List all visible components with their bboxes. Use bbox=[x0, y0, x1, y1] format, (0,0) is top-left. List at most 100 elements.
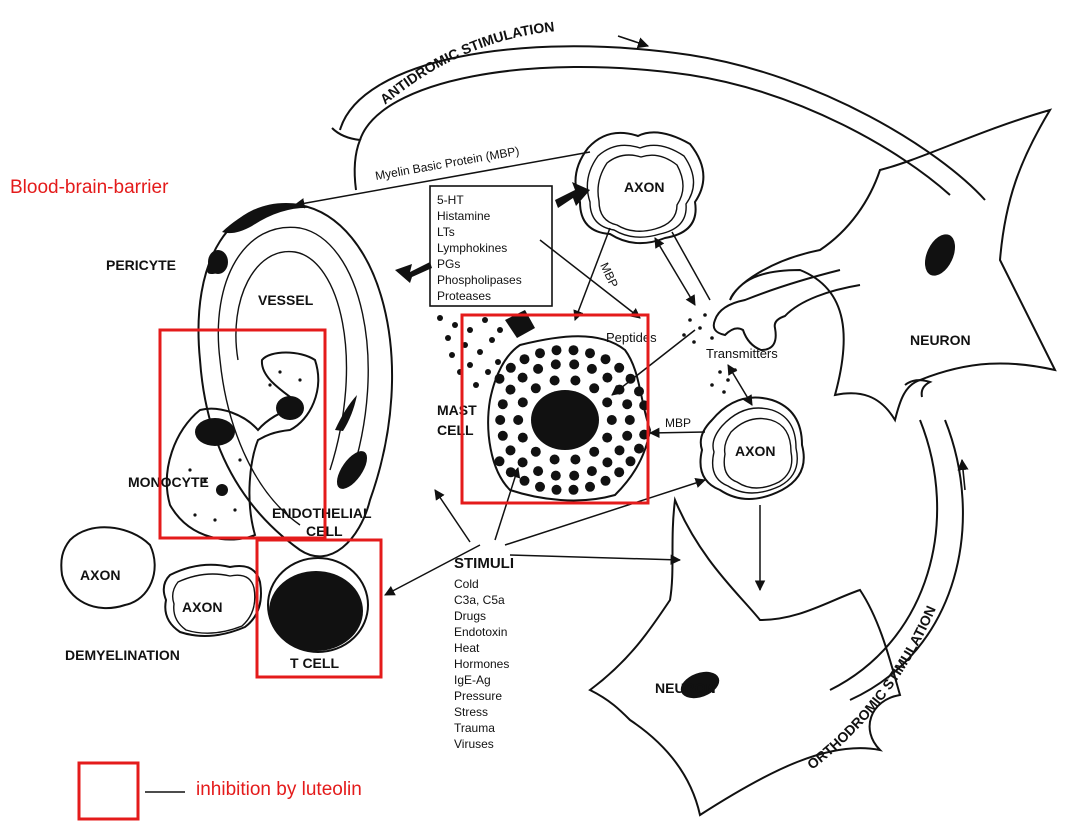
mediator-box: 5-HT Histamine LTs Lymphokines PGs Phosp… bbox=[430, 186, 552, 306]
stimulus-item: Hormones bbox=[454, 657, 509, 671]
granule bbox=[607, 415, 617, 425]
granule bbox=[506, 363, 516, 373]
granule bbox=[550, 376, 560, 386]
legend-swatch bbox=[79, 763, 138, 819]
stimulus-item: Drugs bbox=[454, 609, 486, 623]
stimulus-item: C3a, C5a bbox=[454, 593, 505, 607]
granule bbox=[518, 373, 528, 383]
stimulus-item: Pressure bbox=[454, 689, 502, 703]
granule bbox=[614, 363, 624, 373]
mbp-short-label-2: MBP bbox=[597, 260, 621, 289]
granule bbox=[602, 397, 612, 407]
granule bbox=[601, 354, 611, 364]
granule bbox=[495, 374, 505, 384]
neuron-bottom: NEURON bbox=[590, 500, 900, 815]
granule bbox=[569, 359, 579, 369]
granule bbox=[495, 456, 505, 466]
neuron-bottom-label: NEURON bbox=[655, 680, 716, 696]
granule bbox=[614, 467, 624, 477]
t-cell: T CELL bbox=[268, 558, 368, 671]
granule bbox=[550, 455, 560, 465]
transmitters-label: Transmitters bbox=[706, 346, 778, 361]
granule bbox=[518, 397, 528, 407]
granule bbox=[531, 447, 541, 457]
granule bbox=[569, 485, 579, 495]
axon-left1-label: AXON bbox=[80, 567, 120, 583]
granule bbox=[602, 373, 612, 383]
axon-left2-label: AXON bbox=[182, 599, 222, 615]
granule bbox=[622, 399, 632, 409]
granule bbox=[535, 348, 545, 358]
granule bbox=[601, 476, 611, 486]
granule bbox=[551, 359, 561, 369]
neuron-right: NEURON bbox=[730, 110, 1055, 420]
mediator-item: Proteases bbox=[437, 289, 491, 303]
nerve-ending: Peptides Transmitters bbox=[606, 270, 860, 394]
granule bbox=[634, 386, 644, 396]
granule bbox=[495, 415, 505, 425]
granule bbox=[506, 445, 516, 455]
granule bbox=[569, 345, 579, 355]
stimulus-item: IgE-Ag bbox=[454, 673, 491, 687]
granule bbox=[535, 482, 545, 492]
granule bbox=[634, 444, 644, 454]
monocyte-label: MONOCYTE bbox=[128, 474, 209, 490]
released-granule bbox=[467, 327, 473, 333]
granule bbox=[498, 399, 508, 409]
released-granule bbox=[489, 337, 495, 343]
released-granule bbox=[452, 322, 458, 328]
mediator-item: Lymphokines bbox=[437, 241, 507, 255]
granule bbox=[615, 445, 625, 455]
granule bbox=[626, 456, 636, 466]
vessel-label: VESSEL bbox=[258, 292, 314, 308]
granule bbox=[589, 383, 599, 393]
endothelial-label-1: ENDOTHELIAL bbox=[272, 505, 372, 521]
legend-label: inhibition by luteolin bbox=[196, 779, 362, 800]
released-granule bbox=[437, 315, 443, 321]
released-granule bbox=[485, 369, 491, 375]
mediator-item: Phospholipases bbox=[437, 273, 522, 287]
stimulus-item: Viruses bbox=[454, 737, 494, 751]
released-granule bbox=[473, 382, 479, 388]
legend: inhibition by luteolin bbox=[79, 763, 362, 819]
granule bbox=[531, 383, 541, 393]
granule bbox=[625, 415, 635, 425]
mediator-item: 5-HT bbox=[437, 193, 464, 207]
granule bbox=[570, 376, 580, 386]
mediator-item: PGs bbox=[437, 257, 460, 271]
mast-label-2: CELL bbox=[437, 422, 474, 438]
released-granule bbox=[445, 335, 451, 341]
granule bbox=[552, 345, 562, 355]
granule bbox=[602, 457, 612, 467]
granule bbox=[585, 482, 595, 492]
released-granule bbox=[477, 349, 483, 355]
tcell-label: T CELL bbox=[290, 655, 339, 671]
granule bbox=[518, 433, 528, 443]
granule bbox=[533, 364, 543, 374]
granule bbox=[587, 364, 597, 374]
released-granule bbox=[497, 327, 503, 333]
stimulus-item: Endotoxin bbox=[454, 625, 507, 639]
granule bbox=[622, 431, 632, 441]
demyelination-label: DEMYELINATION bbox=[65, 647, 180, 663]
released-granule bbox=[467, 362, 473, 368]
granule bbox=[589, 447, 599, 457]
axon-top: AXON bbox=[576, 132, 704, 243]
released-granule bbox=[449, 352, 455, 358]
granule bbox=[520, 476, 530, 486]
granule bbox=[513, 415, 523, 425]
granule bbox=[518, 457, 528, 467]
granule bbox=[533, 466, 543, 476]
granule bbox=[506, 385, 516, 395]
stimulus-item: Heat bbox=[454, 641, 480, 655]
mbp-short-label-1: MBP bbox=[665, 416, 691, 430]
granule bbox=[520, 354, 530, 364]
neuron-right-label: NEURON bbox=[910, 332, 971, 348]
released-granule bbox=[482, 317, 488, 323]
bold-arrow-axon bbox=[555, 182, 590, 208]
granule bbox=[551, 471, 561, 481]
pericyte-label: PERICYTE bbox=[106, 257, 176, 273]
stimulus-item: Stress bbox=[454, 705, 488, 719]
